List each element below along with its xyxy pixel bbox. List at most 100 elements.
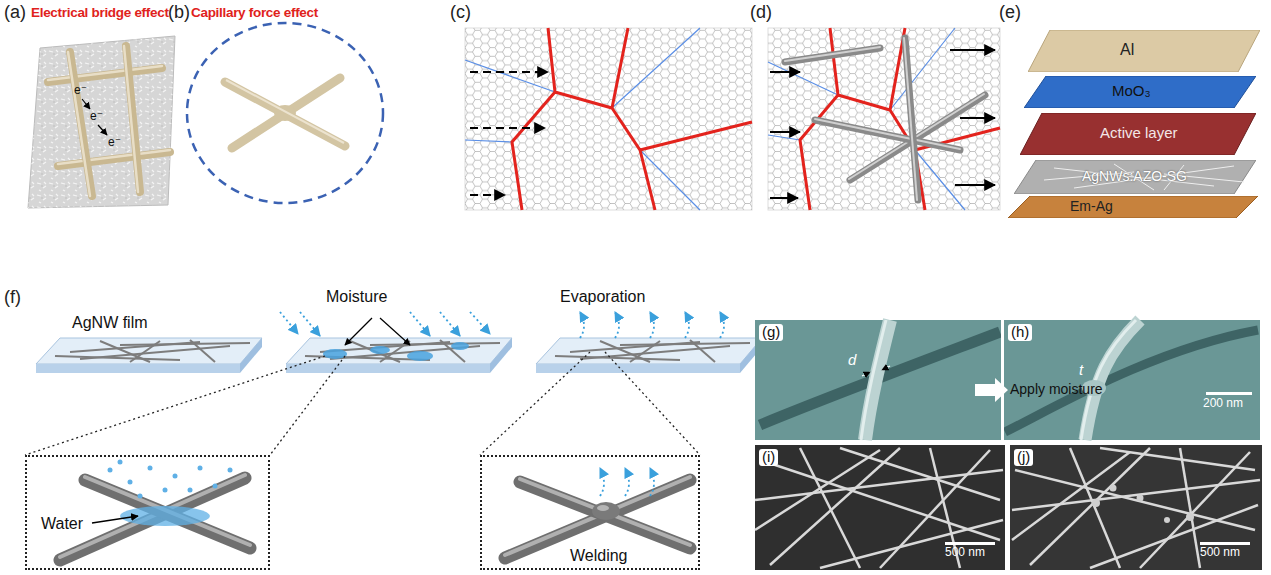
water-inset-illustration-part (120, 506, 210, 526)
annotation-text: e⁻ (108, 136, 121, 149)
evaporation-arrows-part (580, 312, 584, 338)
water-inset-illustration-part-part (188, 488, 193, 493)
bridge-illustration-part-part (48, 66, 162, 80)
moisture-arrows-part (280, 312, 298, 334)
sem-image-part (755, 448, 1003, 568)
sem-panel: (g)d (755, 320, 1001, 440)
nanowire-grain-panel-part (770, 50, 995, 198)
bridge-illustration-part (82, 99, 90, 109)
film-substrate-part (286, 338, 512, 364)
welding-inset-illustration-part (520, 482, 690, 548)
water-inset-illustration-part (92, 516, 138, 523)
sem-image-part-part (1012, 480, 1260, 510)
sem-image-part (1001, 320, 1004, 440)
node-text: Em-Ag (1070, 199, 1113, 214)
water-inset-illustration-part-part (138, 494, 143, 499)
sem-image-part (1010, 445, 1262, 570)
nanowire-grain-panel-part-part (815, 119, 960, 149)
sem-image-part (755, 445, 1005, 570)
welding-inset-illustration-part (592, 502, 620, 520)
water-inset-illustration-part-part (198, 466, 203, 471)
node-text: MoO₃ (1112, 83, 1151, 100)
zoom-leader-lines-part (270, 356, 345, 455)
welding-inset-illustration-part-part (625, 468, 629, 496)
layer-fill (1008, 196, 1258, 218)
water-inset-illustration-part-part (118, 460, 123, 465)
node-text: AgNWs:AZO-SG (1082, 169, 1187, 184)
nanowire-grain-panel-part-part (785, 47, 880, 61)
evaporation-arrows-part (720, 312, 724, 338)
graphene-grain-panel (465, 28, 752, 210)
sem-image-part (1200, 542, 1250, 545)
node-text: Water (41, 515, 83, 533)
pointer-arrows-part (345, 318, 372, 345)
annotation-text: Electrical bridge effect (31, 6, 169, 21)
sem-image-part (1085, 320, 1140, 440)
annotation-text: e⁻ (90, 110, 103, 123)
panel-label: (i) (759, 449, 778, 466)
zoom-leader-lines-part (605, 352, 700, 455)
bridge-illustration-part-part (48, 68, 162, 82)
nanowire-line (1074, 166, 1234, 188)
graphene-grain-panel-part (470, 72, 548, 195)
film-substrate-part-part (620, 343, 750, 345)
graphene-grain-panel-part (465, 28, 752, 210)
graphene-grain-panel-part-part (470, 127, 545, 129)
sem-image-part-part (820, 520, 1003, 568)
moisture-arrows-part (410, 312, 430, 336)
nanowire-grain-panel-part-part (960, 117, 995, 119)
sem-image-part (861, 320, 886, 440)
annotation-text: e⁻ (74, 84, 87, 97)
capillary-illustration (187, 23, 383, 203)
welding-inset-illustration-part (520, 479, 690, 545)
layer-fill (1028, 30, 1260, 72)
sem-image-part-part (1090, 505, 1258, 568)
layer-fill (1020, 113, 1256, 155)
water-inset-illustration (60, 460, 250, 561)
sem-panel: (j)500 nm (1010, 445, 1262, 570)
welding-inset-illustration (505, 468, 690, 558)
film-substrate-part-part (407, 351, 433, 361)
evaporation-arrows-part (650, 312, 654, 338)
pointer-arrows (345, 318, 410, 345)
zoom-leader-lines-part (25, 356, 325, 455)
node-text: Al (1120, 41, 1134, 59)
layer-fill (1014, 160, 1256, 194)
layer-band: Em-Ag (1008, 196, 1258, 218)
bridge-illustration-part-part (58, 150, 170, 164)
annotation-text: AgNW film (72, 314, 148, 332)
moisture-arrows (280, 312, 490, 336)
graphene-grain-panel-part (465, 28, 700, 210)
sem-image-part-part (1164, 517, 1170, 523)
sem-image-part-part (1015, 470, 1255, 530)
evaporation-arrows-part (685, 312, 689, 338)
layer-band: MoO₃ (1024, 76, 1256, 108)
graphene-grain-panel-part-part (470, 194, 505, 196)
film-substrate-part-part (451, 342, 469, 350)
sem-image-part-part (755, 450, 880, 530)
graphene-grain-panel-part (512, 28, 752, 210)
layer-band: AgNWs:AZO-SG (1014, 160, 1256, 194)
nanowire-grain-panel-part-part (785, 48, 880, 62)
bridge-illustration-part (98, 125, 107, 135)
film-substrate-part-part (370, 343, 500, 345)
zoom-leader-lines (25, 352, 700, 455)
layer-outline (1028, 30, 1260, 72)
welding-inset-illustration-part (597, 505, 609, 511)
sem-image-part (1012, 448, 1260, 568)
image-annotation: d (848, 352, 856, 369)
nanowire-grain-panel-part-part (770, 197, 798, 199)
image-annotation: 500 nm (1200, 546, 1240, 559)
film-substrate-part (55, 340, 250, 362)
nanowire-grain-panel-part-part (770, 71, 800, 73)
annotation-text: Capillary force effect (191, 6, 318, 21)
water-inset-illustration-part (60, 478, 245, 560)
welding-inset-illustration-part (505, 480, 690, 558)
sem-image-part (862, 366, 890, 376)
bridge-illustration (28, 36, 175, 208)
panel-label: (a) (4, 3, 26, 23)
nanowire-grain-panel (768, 28, 1000, 210)
bridge-illustration-part-part (68, 52, 90, 196)
water-inset-illustration-part (85, 477, 250, 545)
